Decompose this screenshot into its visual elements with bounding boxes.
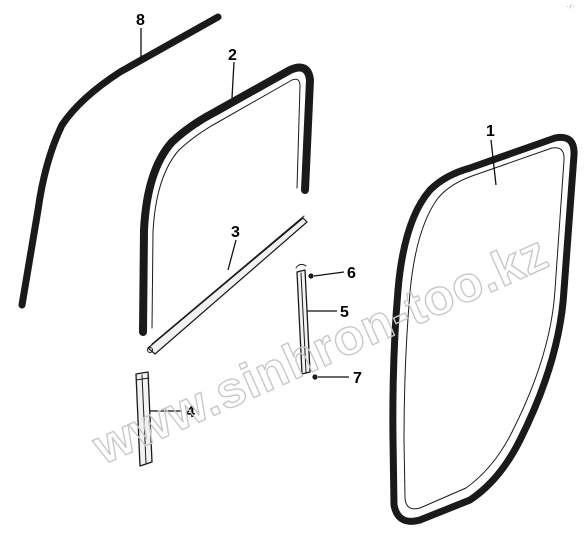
callout-2: 2 <box>228 47 237 64</box>
leader-3 <box>227 239 237 271</box>
part-7-fastener[interactable] <box>312 374 318 380</box>
callout-7: 7 <box>353 370 362 387</box>
callout-1: 1 <box>486 123 495 140</box>
callout-5: 5 <box>340 304 349 321</box>
corner-mark: -/- <box>566 4 575 10</box>
part-3-belt-strip[interactable] <box>147 215 308 355</box>
leader-6 <box>313 271 345 277</box>
part-6-fastener[interactable] <box>308 273 314 279</box>
callout-6: 6 <box>347 265 356 282</box>
part-8-header-weatherstrip[interactable] <box>18 13 222 309</box>
callout-3: 3 <box>231 224 240 241</box>
part-5-division-channel[interactable] <box>295 263 311 375</box>
part-8-clip-dots <box>26 26 202 280</box>
part-4-lower-channel[interactable] <box>135 371 153 467</box>
callout-8: 8 <box>136 12 145 29</box>
leader-lines <box>140 28 497 412</box>
leader-2 <box>231 61 235 99</box>
leader-1 <box>490 139 497 186</box>
callout-4: 4 <box>186 404 195 421</box>
callout-labels: 1 2 3 4 5 6 7 8 <box>136 12 495 421</box>
part-2-window-frame-seal[interactable] <box>139 63 314 336</box>
part-1-door-weatherstrip[interactable] <box>389 133 578 525</box>
